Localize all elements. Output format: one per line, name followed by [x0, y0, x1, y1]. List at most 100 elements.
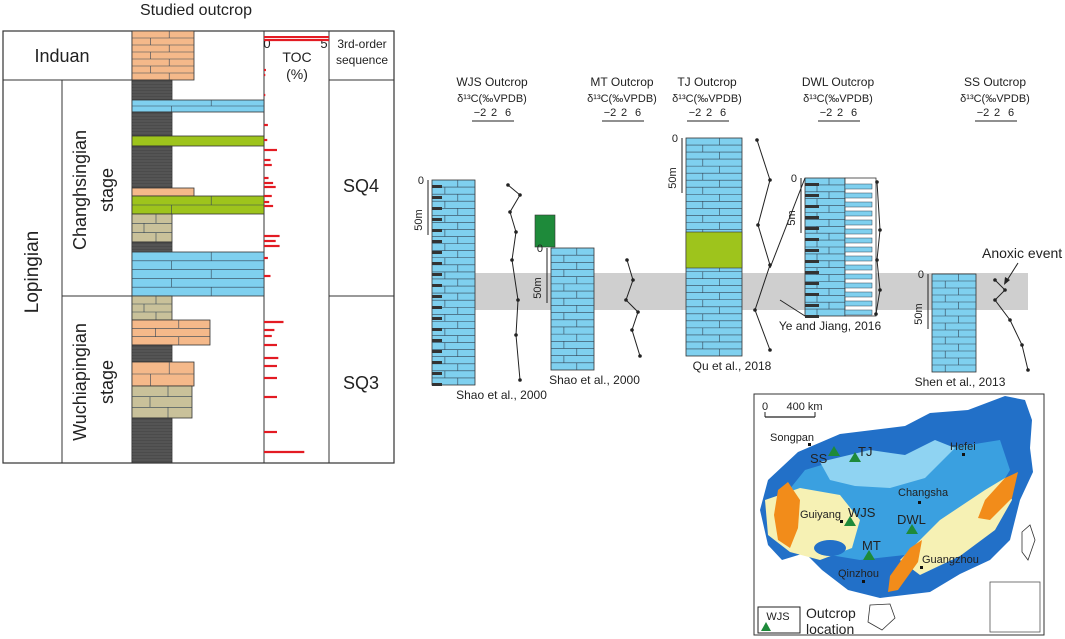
- section-dark-bed: [805, 315, 819, 318]
- isotope-tick: −2: [820, 107, 833, 119]
- section-dark-bed: [432, 229, 442, 232]
- section-dark-bed: [432, 317, 442, 320]
- isotope-tick: 6: [1008, 107, 1014, 119]
- isotope-label: δ¹³C(‰VPDB): [803, 93, 873, 105]
- isotope-point: [993, 298, 997, 302]
- marker-ss: [828, 446, 840, 456]
- lith-marl-4: [131, 135, 265, 147]
- section-dark-bed: [432, 361, 442, 364]
- map-light-shelf-north: [820, 440, 955, 488]
- changhsingian-label: Changhsingian: [70, 130, 90, 250]
- section-dark-bed: [432, 328, 442, 331]
- isotope-tick: 6: [720, 107, 726, 119]
- isotope-point: [1020, 343, 1024, 347]
- isotope-point: [875, 258, 879, 262]
- city-changsha: Changsha: [898, 487, 949, 499]
- isotope-point: [624, 298, 628, 302]
- outcrop-title: TJ Outcrop: [677, 75, 737, 89]
- anoxic-arrow-head: [1004, 277, 1010, 285]
- section-dark-bed: [805, 227, 819, 230]
- city-hefei: Hefei: [950, 441, 976, 453]
- section-dark-bed: [432, 207, 442, 210]
- section-bed-ledge: [844, 246, 873, 253]
- isotope-tick: 6: [851, 107, 857, 119]
- isotope-tick: −2: [689, 107, 702, 119]
- marker-mt: [863, 550, 875, 560]
- outcrop-citation: Shao et al., 2000: [456, 388, 547, 402]
- section-dark-bed: [432, 339, 442, 342]
- section-bed-ledge: [844, 282, 873, 289]
- toc-label: TOC: [282, 49, 311, 65]
- legend-marker: [761, 622, 771, 631]
- section-dark-bed: [805, 271, 819, 274]
- outcrop-title: MT Outcrop: [590, 75, 653, 89]
- section-dark-bed: [432, 306, 442, 309]
- section-bed-ledge: [844, 192, 873, 199]
- isotope-point: [993, 278, 997, 282]
- section-dark-bed: [432, 295, 442, 298]
- isotope-point: [514, 333, 518, 337]
- dwl-zoom-line-top: [769, 177, 806, 269]
- section-dark-bed: [432, 383, 442, 386]
- map-orange-east: [978, 472, 1018, 520]
- isotope-point: [625, 258, 629, 262]
- isotope-point: [768, 178, 772, 182]
- lith-limestone-10: [131, 251, 265, 297]
- isotope-tick: 2: [706, 107, 712, 119]
- isotope-tick: 2: [994, 107, 1000, 119]
- scale-zero: 0: [672, 133, 678, 145]
- section-dark-bed: [432, 273, 442, 276]
- map-land-east: [900, 478, 1012, 575]
- isotope-point: [638, 354, 642, 358]
- location-map: 0 400 km Songpan Hefei Changsha Guiyang …: [753, 393, 1045, 637]
- section-dark-bed: [805, 238, 819, 241]
- section-dark-bed: [432, 218, 442, 221]
- isotope-curve: [507, 184, 521, 381]
- map-scale-label: 0 400 km: [762, 401, 823, 413]
- isotope-tick: −2: [604, 107, 617, 119]
- section-dark-bed: [805, 205, 819, 208]
- changhsingian-stage-word: stage: [97, 168, 117, 212]
- scale-label: 5m: [786, 210, 798, 225]
- isotope-point: [518, 193, 522, 197]
- sq4-label: SQ4: [343, 176, 379, 196]
- outcrop-markers: [828, 446, 918, 560]
- outcrop-title: SS Outcrop: [964, 75, 1026, 89]
- wuchiapingian-label: Wuchiapingian: [70, 323, 90, 441]
- section-dark-bed: [432, 262, 442, 265]
- sequence-header-1: 3rd-order: [337, 37, 386, 51]
- lith-mudstone-13: [131, 344, 173, 363]
- isotope-tick: 2: [621, 107, 627, 119]
- isotope-point: [1003, 288, 1007, 292]
- scale-label: 50m: [413, 209, 425, 230]
- map-label-wjs: WJS: [848, 505, 876, 520]
- section-bed-ledge: [844, 273, 873, 280]
- isotope-point: [510, 258, 514, 262]
- section-bed-ledge: [844, 183, 873, 190]
- toc-bars: [264, 38, 329, 454]
- city-guangzhou: Guangzhou: [922, 554, 979, 566]
- scale-label: 50m: [913, 303, 925, 324]
- section-dark-bed: [805, 293, 819, 296]
- section-dark-bed: [432, 350, 442, 353]
- map-label-mt: MT: [862, 538, 881, 553]
- isotope-point: [516, 298, 520, 302]
- studied-outcrop-panel: Studied outcrop Induan Lopingian Changhs…: [2, 2, 395, 464]
- marker-wjs: [844, 516, 856, 526]
- scale-label: 50m: [532, 277, 544, 298]
- section-bed-ledge: [844, 291, 873, 298]
- section-dark-bed: [432, 284, 442, 287]
- scale-label: 50m: [667, 167, 679, 188]
- isotope-point: [756, 223, 760, 227]
- scale-zero: 0: [537, 243, 543, 255]
- scale-zero: 0: [418, 175, 424, 187]
- section-bed-ledge: [844, 210, 873, 217]
- isotope-point: [753, 308, 757, 312]
- isotope-point: [514, 230, 518, 234]
- marker-tj: [849, 452, 861, 462]
- isotope-point: [1026, 368, 1030, 372]
